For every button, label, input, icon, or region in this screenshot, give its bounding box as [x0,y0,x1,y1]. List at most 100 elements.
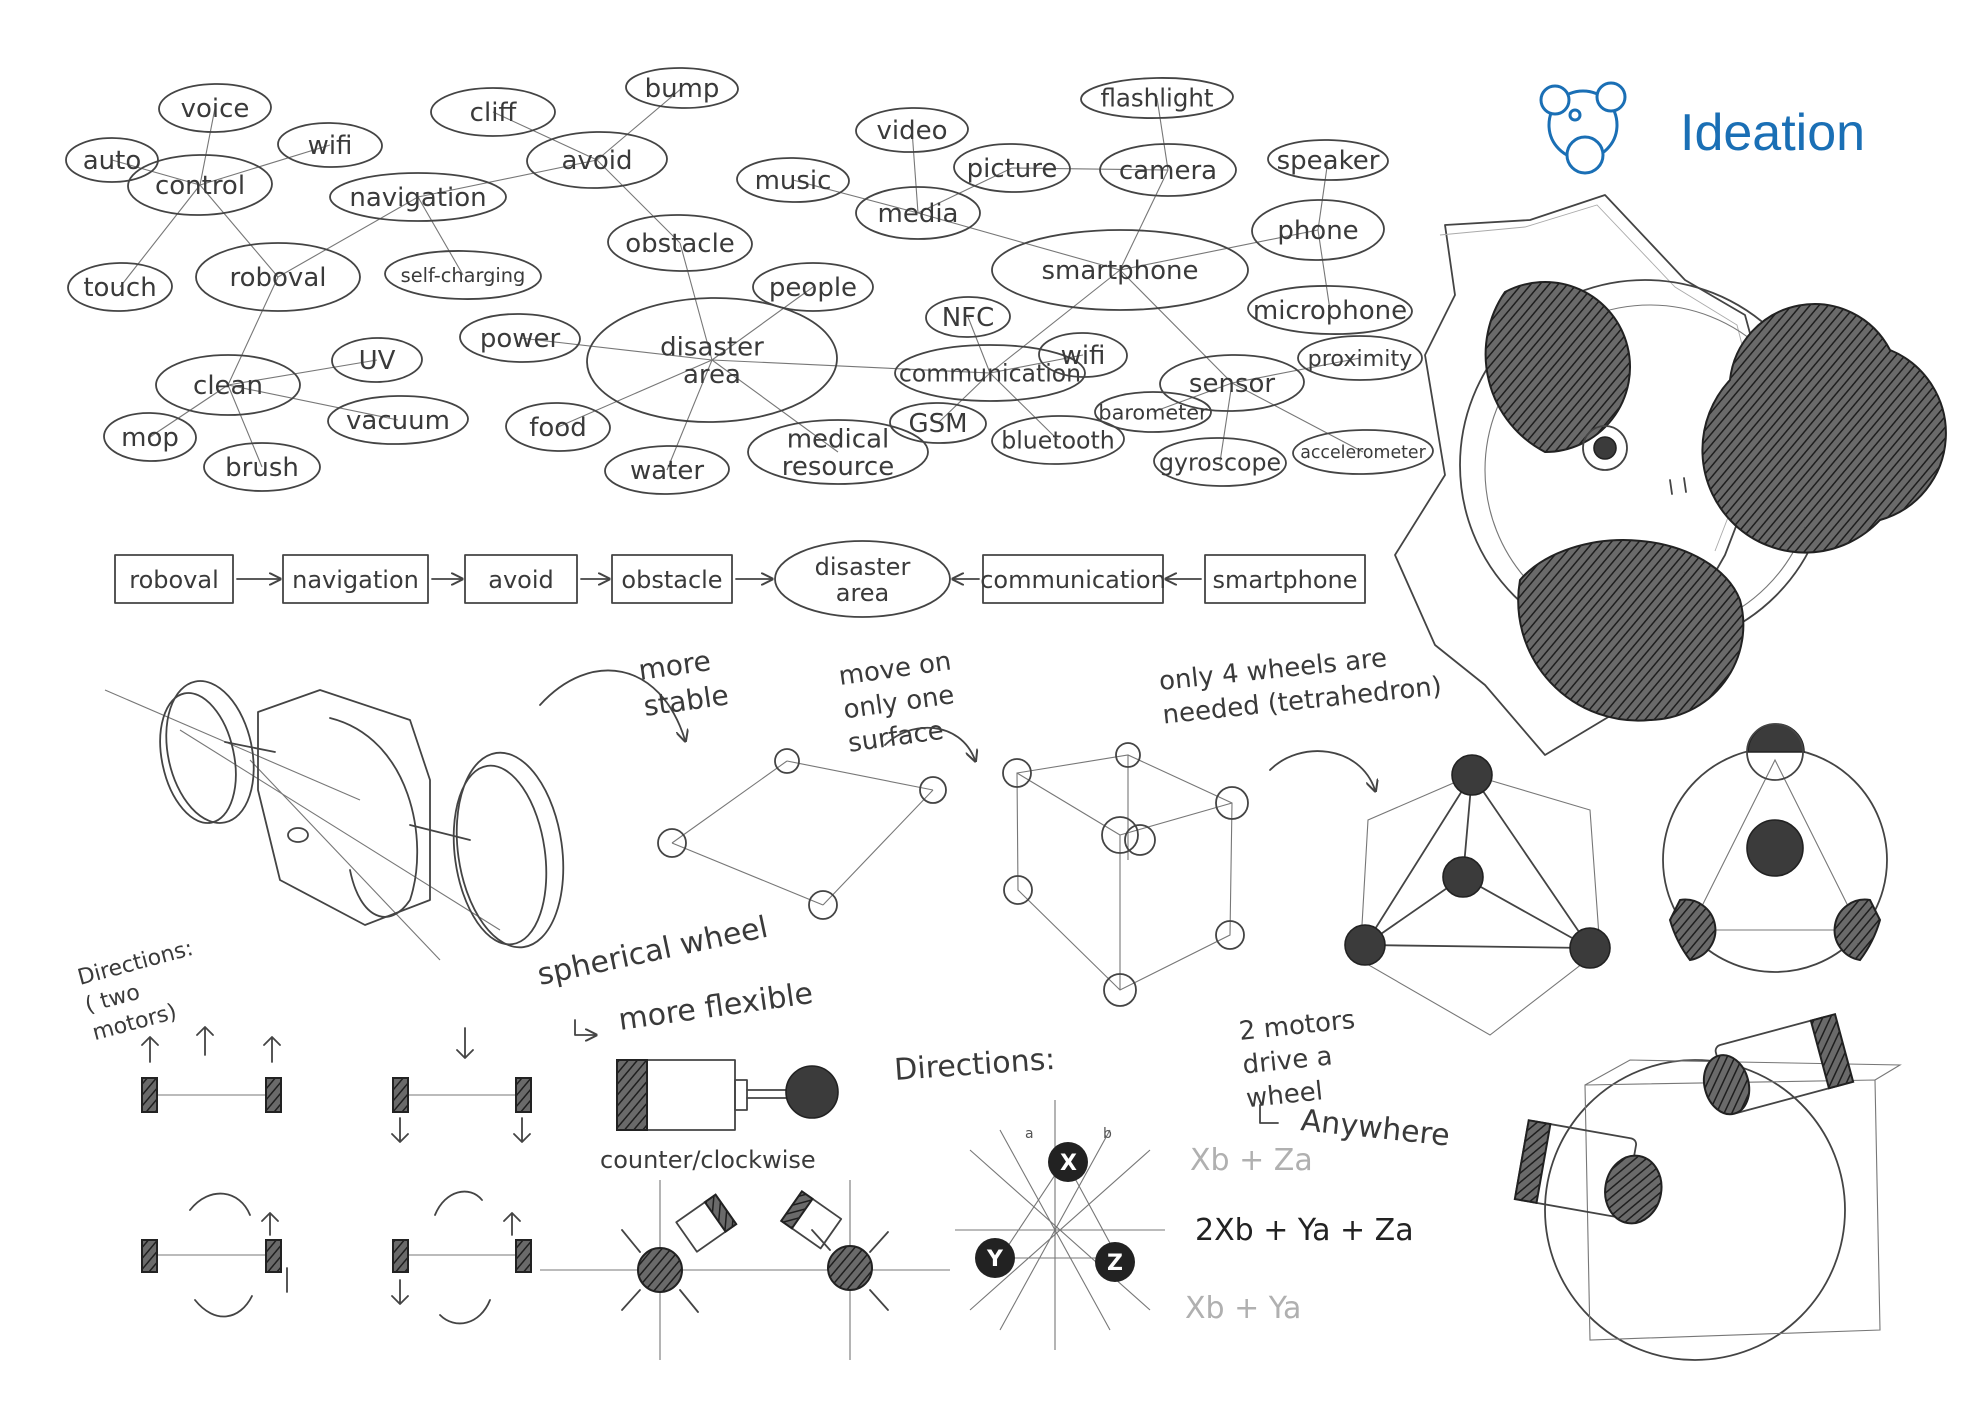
mindmap-edge [596,159,681,244]
mindmap-node-sensor: sensor [1159,354,1305,412]
mindmap-edges [111,87,1364,471]
mindmap-node-speaker: speaker [1267,139,1389,181]
flow-step: smartphone [1204,554,1366,604]
mindmap-node-label: media [878,199,959,229]
mindmap-edge [1011,167,1169,171]
mindmap-edge [711,359,839,453]
mindmap-node-label: brush [225,453,299,483]
mindmap-node-label: voice [181,94,250,124]
mindmap-node-label: mop [121,423,179,453]
mindmap-edge [227,359,378,386]
mindmap-node-communication: communication [894,344,1086,402]
mindmap-edge [199,107,216,186]
mindmap-node-label: disaster [660,332,764,362]
mindmap-node-label: speaker [1277,146,1380,176]
curved-arrow [884,726,975,760]
flow-step: communication [980,554,1166,604]
curved-arrow [539,669,685,740]
mindmap-edge [277,196,419,278]
note-anywhere: Anywhere [1299,1103,1451,1153]
axis-label-x: X [1060,1151,1077,1176]
mindmap-node-vacuum: vacuum [327,395,469,445]
mindmap-node-cliff: cliff [430,87,556,137]
note-move-on-surface: move ononly onesurface [837,646,963,758]
mindmap-node-label: proximity [1308,346,1413,372]
flow-step-label: navigation [292,566,419,594]
mindmap-node-label: wifi [1061,341,1106,371]
mindmap-node-obstacle: obstacle [607,214,753,272]
mindmap-node-mop: mop [103,412,197,462]
hook-arrow [574,1019,595,1035]
mindmap-node-food: food [505,402,611,452]
mindmap-edge [666,359,713,471]
mindmap-edge [227,384,263,468]
mindmap-edge [199,144,331,186]
mindmap-edge [227,276,279,386]
mindmap-node-roboval: roboval [195,242,361,312]
mindmap-node-accelerometer: accelerometer [1292,429,1434,475]
bear-head-logo-icon [1539,81,1627,175]
mindmap-node-label: gyroscope [1159,448,1281,476]
motor-spherical-wheel [616,1059,839,1131]
mindmap-node-water: water [604,445,730,495]
note-counter-clockwise: counter/clockwise [600,1146,816,1174]
mindmap-edge [1156,97,1169,171]
mindmap-node-picture: picture [953,143,1071,193]
axis-label-z: Z [1107,1251,1123,1276]
mindmap-edge [227,384,399,421]
mindmap-edge [711,359,991,374]
mindmap-node-camera: camera [1099,143,1237,197]
mindmap-node-label: music [755,166,832,196]
mindmap-edge [1119,169,1169,271]
cube-wheel-config [1002,742,1249,1007]
mindmap-node-label: camera [1119,156,1217,186]
mindmap-node-microphone: microphone [1247,285,1413,335]
vector-label-bottom: Xb + Ya [1185,1291,1301,1326]
three-wheel-ball-sketch [1662,723,1888,973]
brand-title: Ideation [1680,104,1865,162]
flow-step-label: communication [980,566,1166,594]
mindmap-node-label: sensor [1189,369,1275,399]
mindmap-node-proximity: proximity [1297,335,1423,381]
mindmap-node-smartphone: smartphone [991,229,1249,311]
axis-label-a: a [1025,1126,1034,1142]
mindmap-node-touch: touch [67,262,173,312]
mindmap-edge [557,359,713,428]
flow-step: avoid [464,554,578,604]
mindmap-node-clean: clean [155,354,301,416]
mindmap-node-label: UV [359,346,396,376]
note-directions: Directions: [893,1042,1056,1088]
mindmap-node-wifi1: wifi [277,122,383,168]
mindmap-edge [1219,382,1233,463]
mindmap-node-label: roboval [230,263,327,293]
note-directions-two-motors: Directions:( twomotors) [75,936,211,1046]
mindmap-node-phone: phone [1251,199,1385,261]
note-two-motors-drive: 2 motorsdrive awheel [1238,1005,1364,1114]
mindmap-edge [917,167,1013,214]
mindmap-node-label: control [155,171,245,201]
mindmap-node-media: media [855,186,981,240]
mindmap-node-label: communication [899,359,1081,387]
mindmap-node-selfcharging: self-charging [384,250,542,300]
mindmap-edge [711,286,814,361]
sphere-two-motor-sketch [1513,1012,1902,1361]
mindmap-node-label: phone [1277,216,1358,246]
mindmap-edge [1119,229,1319,271]
mindmap-node-label: obstacle [625,229,735,259]
hook-arrow [1259,1104,1279,1124]
mindmap-node-label: barometer [1098,400,1208,424]
mindmap-node-wifi2: wifi [1038,332,1128,378]
mindmap-node-label: vacuum [346,406,450,436]
mindmap-node-label: clean [193,371,263,401]
mindmap-node-power: power [459,313,581,363]
mindmap-node-label: resource [782,452,894,482]
mindmap-node-label: auto [83,146,142,176]
mindmap-edge [596,87,683,161]
mindmap-edge [679,242,713,361]
mindmap-node-label: accelerometer [1300,443,1426,463]
